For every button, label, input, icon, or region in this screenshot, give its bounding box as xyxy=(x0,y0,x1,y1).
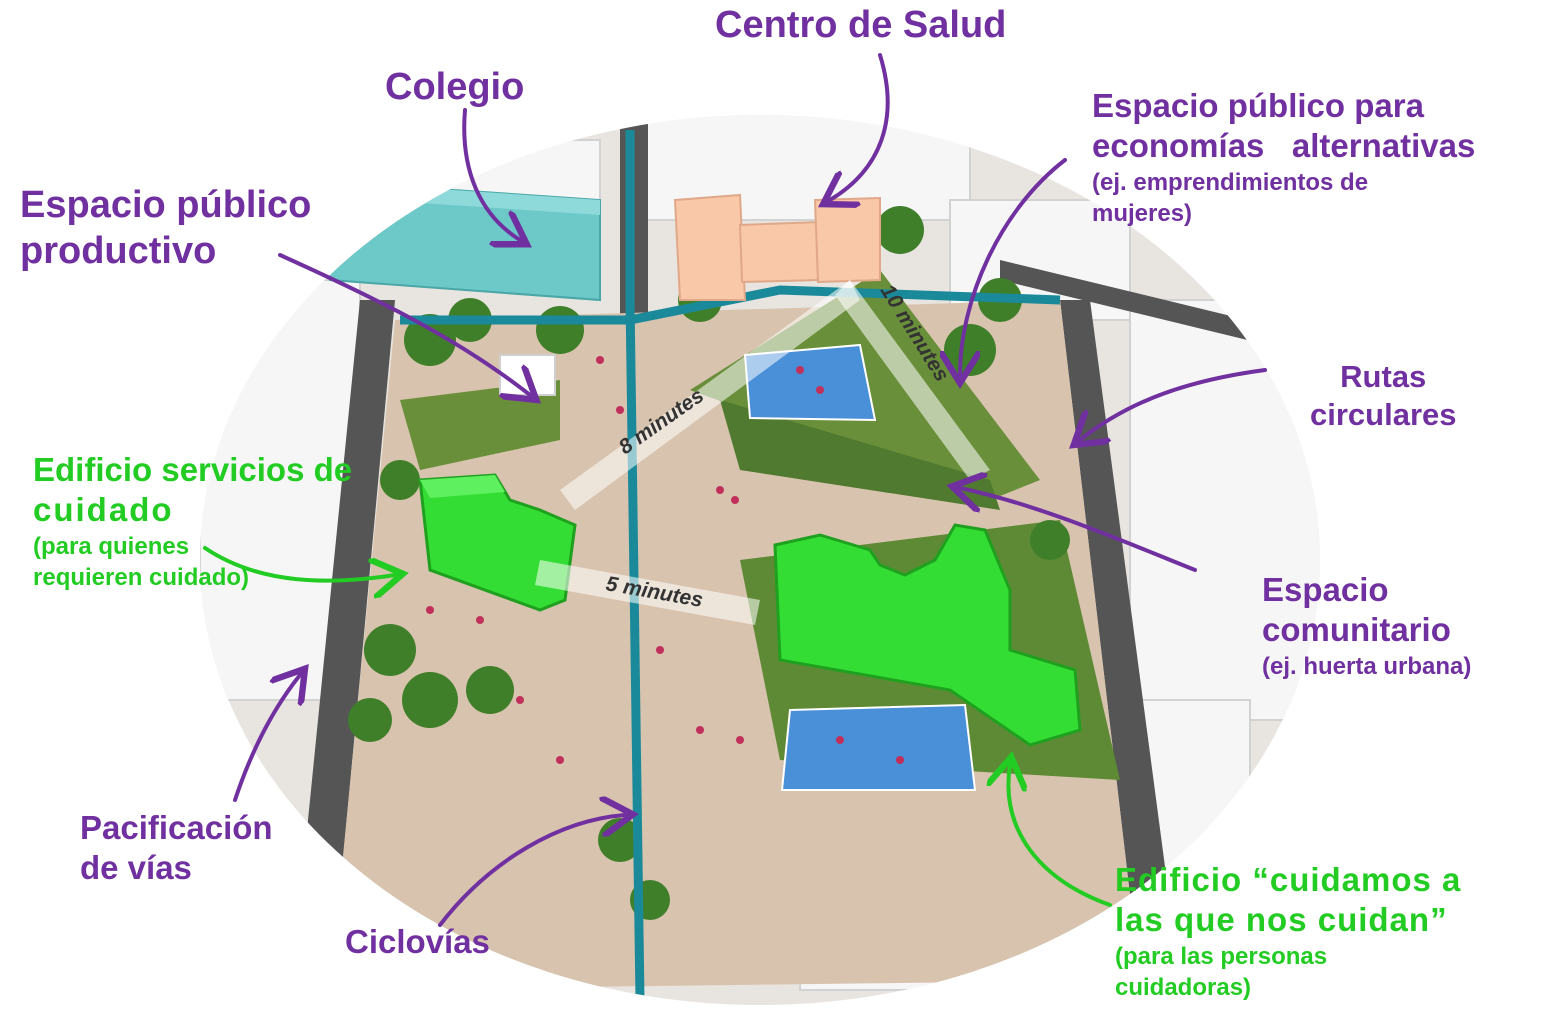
productive-space-building xyxy=(499,354,556,396)
label-edificio-cuidamos-line3: (para las personas xyxy=(1115,942,1328,970)
arrow-espacio-comunitario xyxy=(960,488,1197,572)
label-edificio-cuidamos: Edificio “cuidamos a las que nos cuidan”… xyxy=(1115,860,1461,1003)
label-espacio-economias-line3: (ej. emprendimientos de xyxy=(1092,168,1369,196)
colegio-building xyxy=(313,183,601,302)
label-edificio-servicios-line4: requieren cuidado) xyxy=(33,563,250,591)
label-rutas-line2: circulares xyxy=(1310,396,1457,432)
label-espacio-comunitario-line1: Espacio xyxy=(1262,571,1389,608)
caregivers-building xyxy=(773,523,1082,747)
label-espacio-economias-line2: economías alternativas xyxy=(1092,127,1476,165)
callout-arrows xyxy=(203,53,1267,927)
care-services-building xyxy=(418,473,577,612)
label-espacio-comunitario-line2: comunitario xyxy=(1262,611,1451,649)
label-pacificacion-line2: de vías xyxy=(80,849,192,887)
label-edificio-servicios: Edificio servicios de cuidado (para quie… xyxy=(33,450,352,593)
label-espacio-productivo-line2: productivo xyxy=(20,230,217,273)
arrow-rutas xyxy=(1080,368,1267,440)
label-edificio-cuidamos-line2: las que nos cuidan” xyxy=(1115,901,1448,939)
label-centro-salud: Centro de Salud xyxy=(715,4,1007,46)
label-edificio-servicios-line1: Edificio servicios de xyxy=(33,451,353,488)
label-edificio-cuidamos-line1: Edificio “cuidamos a xyxy=(1115,861,1462,898)
label-pacificacion-line1: Pacificación xyxy=(80,809,273,846)
label-rutas-line1: Rutas xyxy=(1340,359,1427,394)
label-edificio-servicios-line2: cuidado xyxy=(33,491,174,529)
label-edificio-cuidamos-line4: cuidadoras) xyxy=(1115,973,1252,1001)
arrow-economias xyxy=(960,158,1067,375)
arrow-centro-salud xyxy=(830,53,890,200)
label-espacio-economias: Espacio público para economías alternati… xyxy=(1092,86,1475,229)
label-espacio-economias-line1: Espacio público para xyxy=(1092,87,1424,124)
bike-lanes xyxy=(400,130,1061,1001)
label-colegio: Colegio xyxy=(385,66,525,108)
label-espacio-comunitario: Espacio comunitario (ej. huerta urbana) xyxy=(1262,570,1471,682)
label-espacio-economias-line4: mujeres) xyxy=(1092,199,1193,227)
centro-salud-building xyxy=(673,193,881,301)
side-roads xyxy=(290,120,1320,1000)
label-espacio-productivo: Espacio público productivo xyxy=(20,182,311,275)
sports-courts xyxy=(743,343,977,791)
arrow-espacio-productivo xyxy=(278,253,530,395)
label-rutas: Rutas circulares xyxy=(1310,358,1457,434)
label-edificio-servicios-line3: (para quienes xyxy=(33,532,190,560)
arrow-edificio-servicios xyxy=(203,546,395,581)
arrow-ciclovias xyxy=(438,815,625,927)
aerial-map: 8 minutes 10 minutes 5 minutes xyxy=(200,115,1320,1005)
label-espacio-comunitario-line3: (ej. huerta urbana) xyxy=(1262,652,1472,680)
arrow-colegio xyxy=(462,108,520,240)
label-espacio-productivo-line1: Espacio público xyxy=(20,184,312,226)
people xyxy=(426,356,904,764)
label-ciclovias: Ciclovías xyxy=(345,923,490,960)
label-pacificacion: Pacificación de vías xyxy=(80,808,273,889)
arrow-pacificacion xyxy=(233,675,300,802)
arrow-edificio-cuidamos xyxy=(1008,765,1112,907)
